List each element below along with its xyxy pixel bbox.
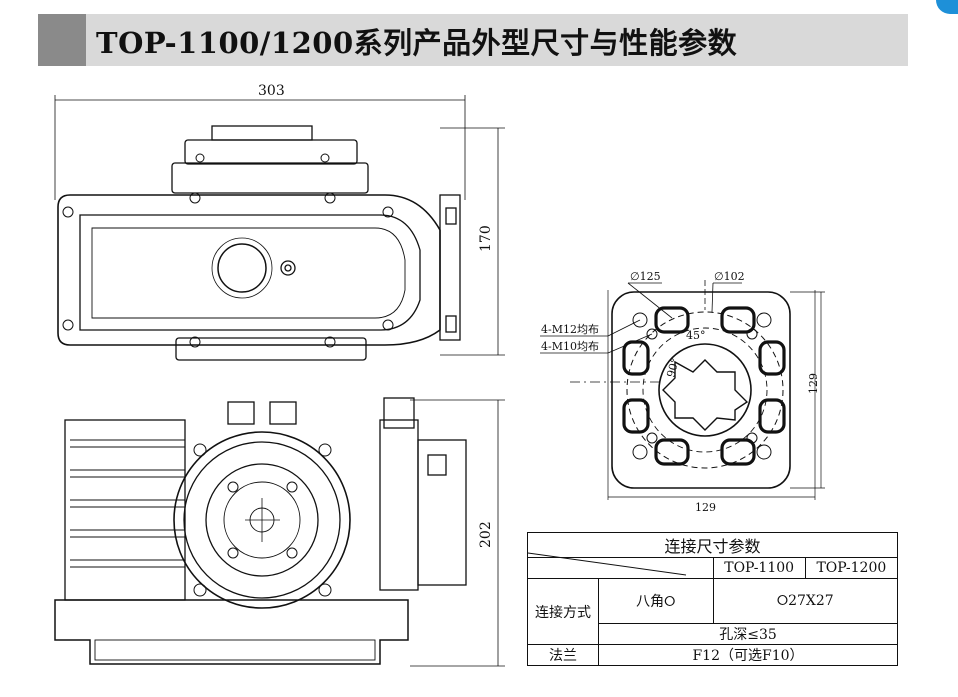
dim-202: 202 — [478, 521, 494, 548]
octagon-label-text: 八角 — [636, 594, 665, 610]
table-hole-depth: 孔深≤35 — [598, 623, 898, 645]
octagon-value-icon: ⭘ — [776, 593, 789, 609]
table-title: 连接尺寸参数 — [527, 532, 898, 558]
octagon-icon: ⭘ — [664, 594, 676, 610]
dim-d102: ∅102 — [714, 270, 745, 283]
header-band — [38, 14, 908, 66]
table-flange-value: F12（可选F10） — [598, 644, 898, 666]
angle-45: 45° — [686, 329, 706, 342]
dim-129-width: 129 — [695, 501, 716, 514]
corner-accent — [936, 0, 958, 14]
table-octagon-label: 八角⭘ — [598, 578, 714, 624]
table-row-connection: 连接方式 — [527, 578, 599, 645]
table-octagon-value: ⭘27X27 — [712, 578, 899, 624]
angle-90: 90° — [664, 357, 682, 379]
label-m10: 4-M10均布 — [541, 340, 599, 353]
dim-129-height: 129 — [807, 373, 820, 394]
flange-view — [540, 280, 825, 500]
table-col-top1100: TOP-1100 — [712, 557, 806, 579]
label-m12: 4-M12均布 — [541, 323, 599, 336]
table-flange-label: 法兰 — [527, 644, 599, 666]
table-corner — [527, 557, 714, 579]
header-square — [38, 14, 86, 66]
page-title: TOP-1100/1200系列产品外型尺寸与性能参数 — [96, 26, 738, 60]
top-view — [54, 95, 505, 361]
octagon-value-text: 27X27 — [788, 593, 834, 609]
dim-303: 303 — [258, 83, 285, 99]
params-table: 连接尺寸参数 TOP-1100 TOP-1200 连接方式 八角⭘ ⭘27X27… — [527, 532, 899, 666]
dim-170: 170 — [478, 225, 494, 252]
table-col-top1200: TOP-1200 — [804, 557, 899, 579]
front-view — [54, 397, 505, 667]
dim-d125: ∅125 — [630, 270, 661, 283]
